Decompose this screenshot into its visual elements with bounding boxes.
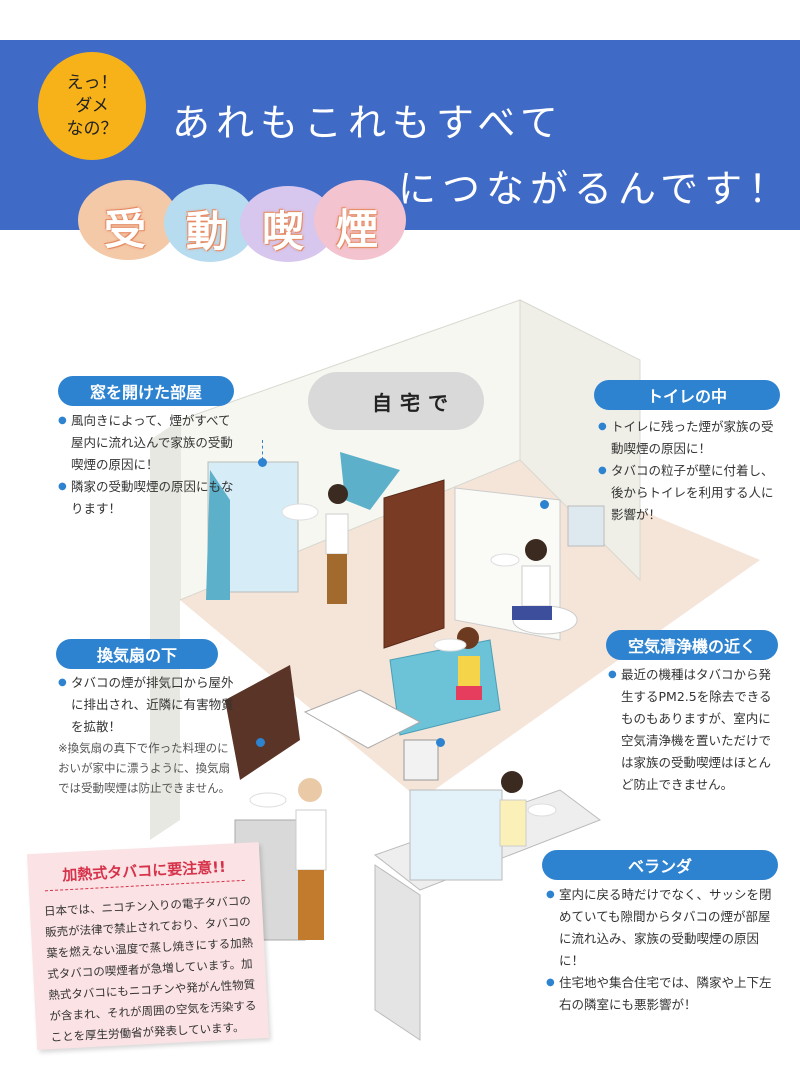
window-connector — [262, 440, 263, 460]
caution-title: 加熱式タバコに要注意!! — [43, 854, 245, 892]
veranda-item-1: 室内に戻る時だけでなく、サッシを閉めていても隙間からタバコの煙が部屋に流れ込み、… — [546, 884, 778, 972]
title-line-2: につながるんです！ — [398, 167, 793, 211]
fan-note: ※換気扇の真下で作った料理のにおいが家中に漂うように、換気扇では受動喫煙は防止で… — [58, 741, 231, 795]
fan-item-1: タバコの煙が排気口から屋外に排出され、近隣に有害物質を拡散！ — [58, 672, 238, 738]
section-title-toilet: トイレの中 — [594, 380, 780, 410]
toilet-item-2: タバコの粒子が壁に付着し、後からトイレを利用する人に影響が！ — [598, 460, 782, 526]
question-badge: えっ！ ダメ なの？ — [38, 52, 146, 160]
badge-line-2: ダメ — [75, 95, 109, 116]
section-body-window: 風向きによって、煙がすべて屋内に流れ込んで家族の受動喫煙の原因に！ 隣家の受動喫… — [58, 410, 236, 520]
cloud-char-4: 煙 — [336, 205, 379, 254]
badge-line-3: なの？ — [66, 118, 118, 139]
door-shape — [383, 479, 445, 649]
purifier-item-1: 最近の機種はタバコから発生するPM2.5を除去できるものもありますが、室内に空気… — [608, 664, 780, 796]
home-cloud — [308, 372, 484, 430]
window-dot — [258, 458, 267, 467]
veranda-item-2: 住宅地や集合住宅では、隣家や上下左右の隣室にも悪影響が！ — [546, 972, 778, 1016]
title-line-1: あれもこれもすべて — [172, 101, 564, 145]
cloud-char-2: 動 — [186, 207, 229, 256]
toilet-item-1: トイレに残った煙が家族の受動喫煙の原因に！ — [598, 416, 782, 460]
window-item-2: 隣家の受動喫煙の原因にもなります！ — [58, 476, 236, 520]
section-title-window: 窓を開けた部屋 — [58, 376, 234, 406]
toilet-dot — [540, 500, 549, 509]
section-body-fan: タバコの煙が排気口から屋外に排出され、近隣に有害物質を拡散！ ※換気扇の真下で作… — [58, 672, 238, 798]
badge-line-1: えっ！ — [66, 72, 118, 93]
fan-dot — [256, 738, 265, 747]
cloud-char-3: 喫 — [262, 207, 305, 256]
section-body-purifier: 最近の機種はタバコから発生するPM2.5を除去できるものもありますが、室内に空気… — [608, 664, 780, 796]
section-title-fan: 換気扇の下 — [56, 639, 218, 669]
heated-tobacco-caution-card: 加熱式タバコに要注意!! 日本では、ニコチン入りの電子タバコの販売が法律で禁止さ… — [27, 842, 269, 1050]
window-item-1: 風向きによって、煙がすべて屋内に流れ込んで家族の受動喫煙の原因に！ — [58, 410, 236, 476]
caution-body: 日本では、ニコチン入りの電子タバコの販売が法律で禁止されており、タバコの葉を燃え… — [43, 893, 257, 1045]
home-label: 自宅で — [372, 391, 456, 415]
section-body-veranda: 室内に戻る時だけでなく、サッシを閉めていても隙間からタバコの煙が部屋に流れ込み、… — [546, 884, 778, 1016]
section-body-toilet: トイレに残った煙が家族の受動喫煙の原因に！ タバコの粒子が壁に付着し、後からトイ… — [598, 416, 782, 526]
purifier-dot — [436, 738, 445, 747]
section-title-purifier: 空気清浄機の近く — [606, 630, 778, 660]
cloud-char-1: 受 — [104, 205, 147, 254]
section-title-veranda: ベランダ — [542, 850, 778, 880]
